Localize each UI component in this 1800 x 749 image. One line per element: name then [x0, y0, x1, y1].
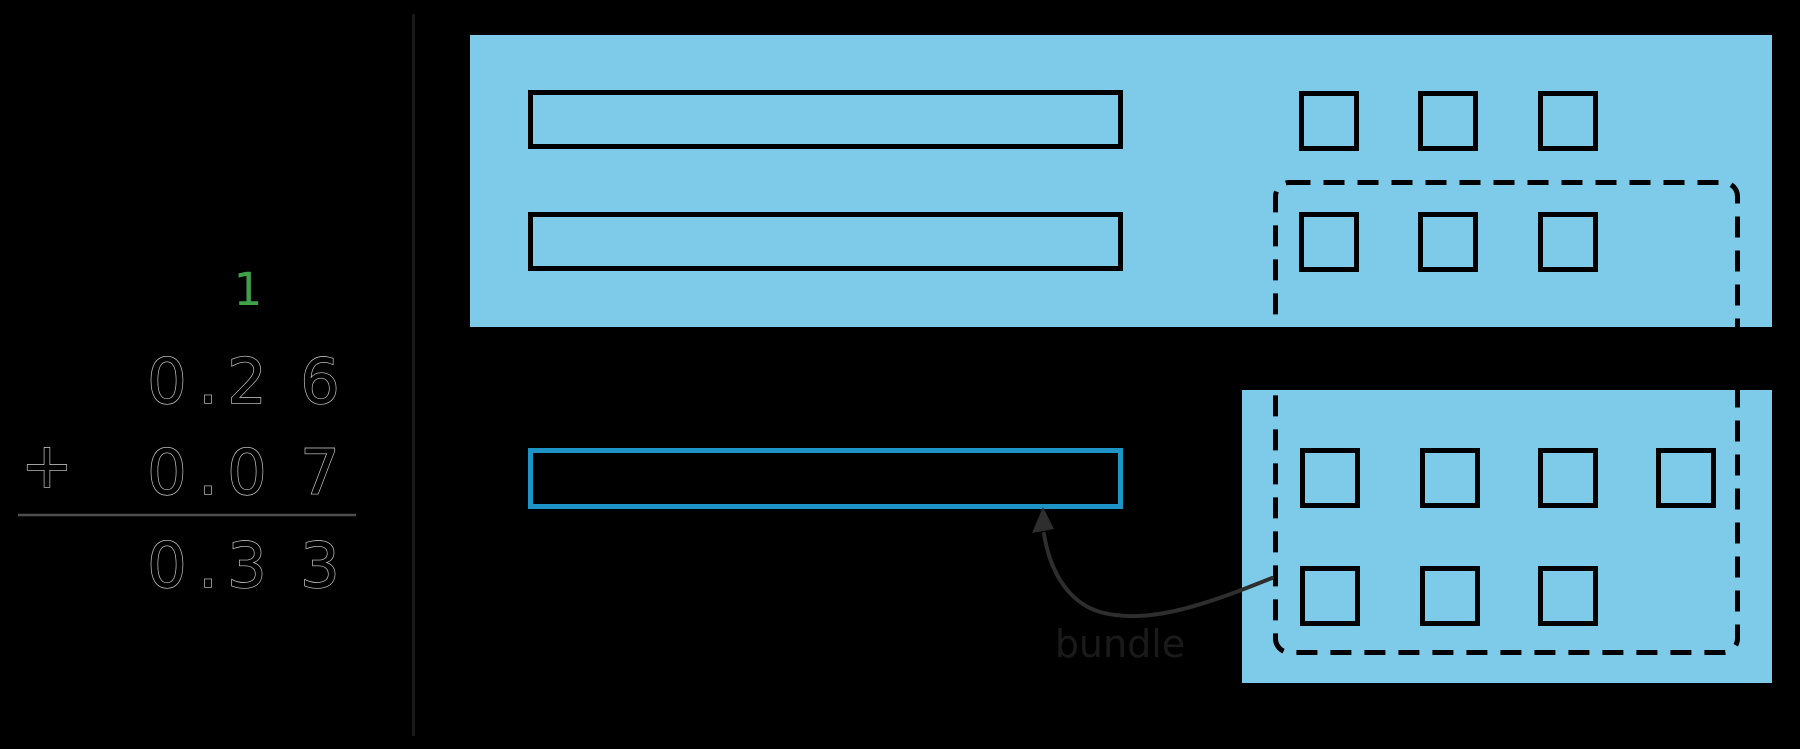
bundle-arrowhead-icon	[1032, 507, 1054, 533]
hundredth-square	[1420, 566, 1480, 626]
hundredth-square	[1420, 448, 1480, 508]
hundredth-square	[1300, 566, 1360, 626]
hundredth-square	[1300, 448, 1360, 508]
bundle-label: bundle	[1055, 622, 1185, 666]
regroup-dashed-outline	[1273, 180, 1740, 655]
hundredth-square	[1538, 212, 1598, 272]
bundled-tenth-rod	[528, 448, 1123, 509]
top-hundredth-squares-group	[1299, 91, 1598, 272]
tenth-rod	[528, 90, 1123, 149]
bundle-arrow	[1042, 532, 1274, 619]
hundredth-square	[1538, 448, 1598, 508]
bottom-hundredth-squares-group	[1300, 448, 1716, 626]
bottom-blocks-panel	[1242, 390, 1772, 683]
carry-digit: 1	[234, 263, 263, 316]
hundredth-square	[1656, 448, 1716, 508]
hundredth-square	[1418, 212, 1478, 272]
top-blocks-panel	[470, 35, 1772, 327]
bundled-tenth-rod-group	[528, 448, 1123, 509]
hundredth-square	[1418, 91, 1478, 151]
tenth-rods-group	[528, 90, 1123, 271]
hundredth-square	[1299, 91, 1359, 151]
hundredth-square	[1299, 212, 1359, 272]
plus-operator: +	[21, 429, 73, 502]
hundredth-square	[1538, 91, 1598, 151]
hundredth-square	[1538, 566, 1598, 626]
tenth-rod	[528, 212, 1123, 271]
